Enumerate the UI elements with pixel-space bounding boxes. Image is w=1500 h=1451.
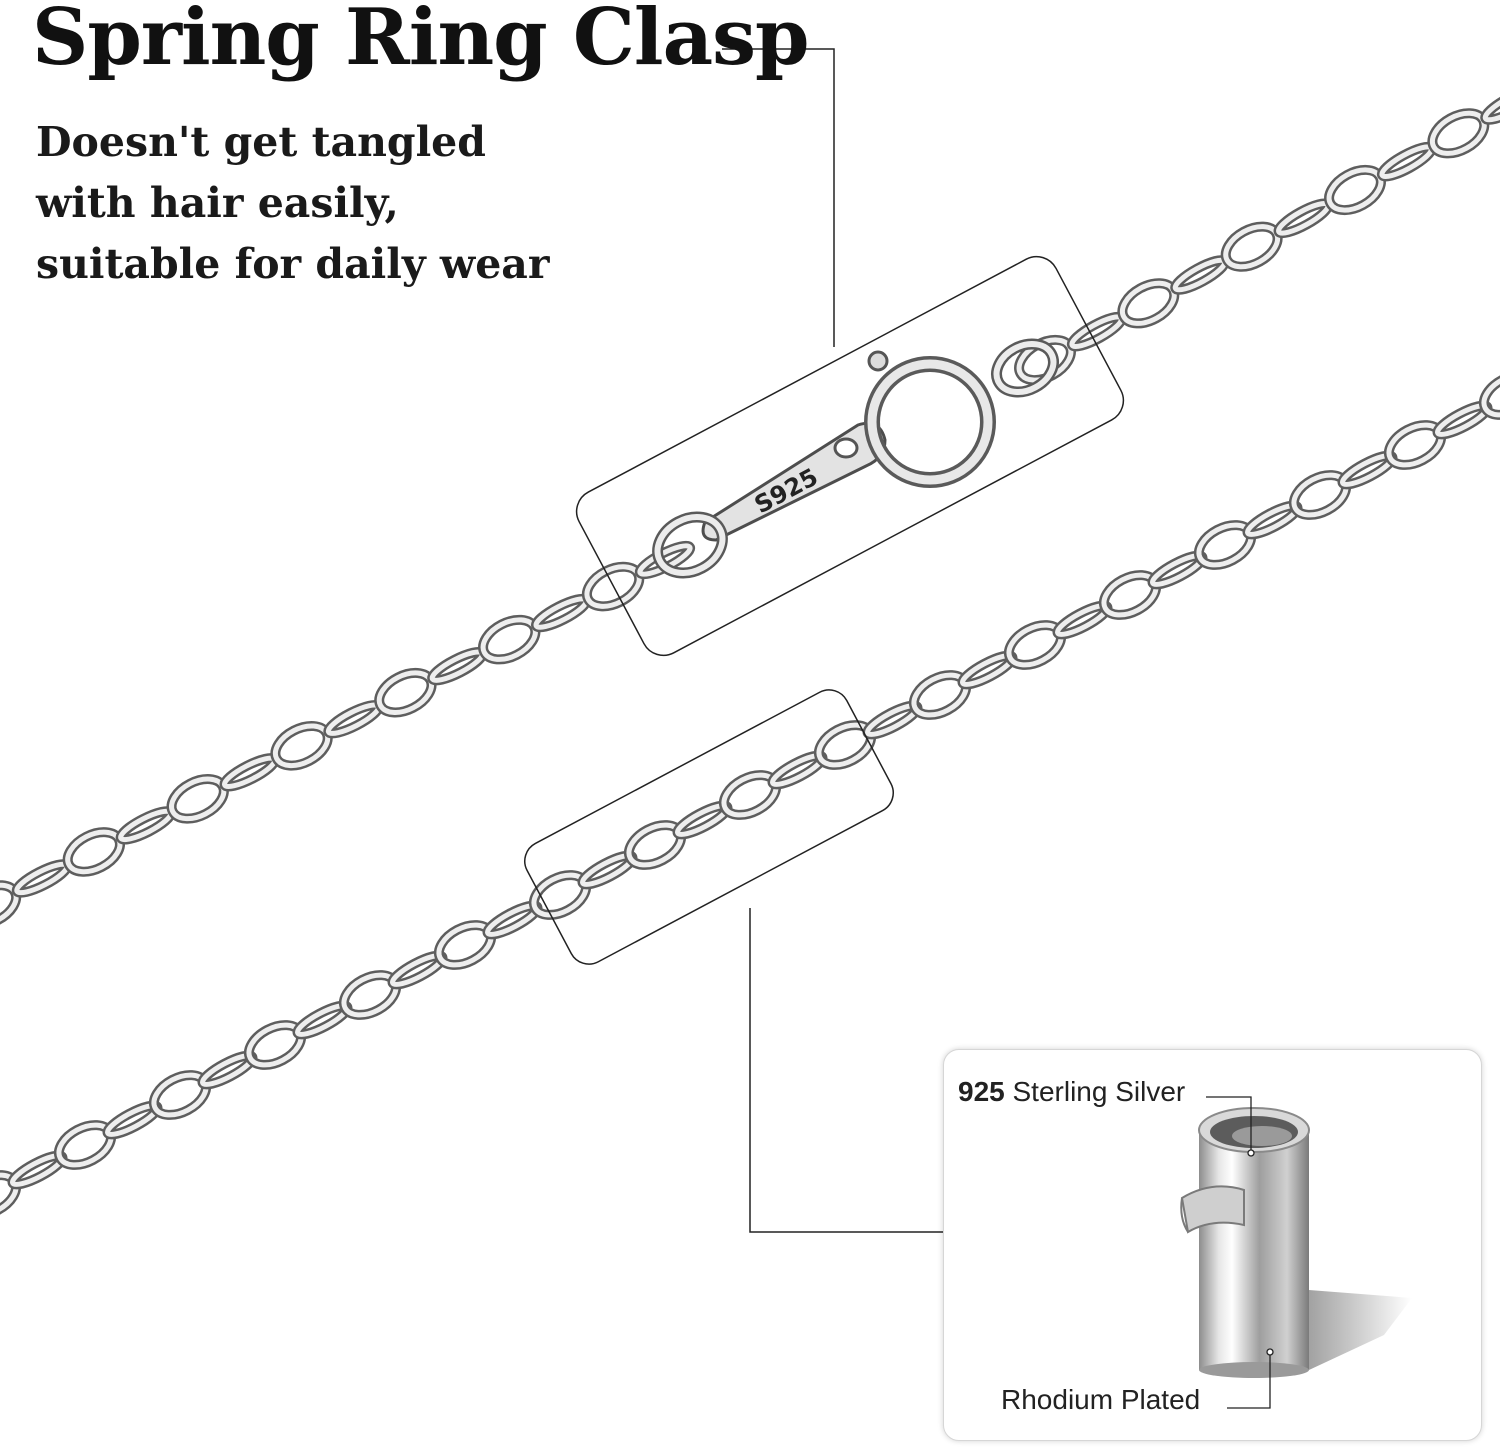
description-line: with hair easily, xyxy=(36,179,399,227)
description-line: Doesn't get tangled xyxy=(36,118,486,166)
material-layer-diagram xyxy=(1180,1096,1412,1409)
rhodium-plated-label: Rhodium Plated xyxy=(1001,1384,1201,1415)
description-line: suitable for daily wear xyxy=(36,240,550,288)
spring-ring-clasp: S925 xyxy=(652,338,1059,579)
chain-link xyxy=(1481,372,1500,418)
headline: Spring Ring Clasp xyxy=(32,0,810,83)
headline-leader-line xyxy=(722,48,835,347)
sterling-silver-label: 925 Sterling Silver xyxy=(958,1076,1186,1107)
chain-link xyxy=(1482,87,1500,123)
chain-callout-frame xyxy=(524,689,894,965)
description: Doesn't get tangled with hair easily, su… xyxy=(36,112,549,295)
chain-leader-line xyxy=(749,908,943,1233)
material-inset: 925 Sterling Silver Rhodium Plated xyxy=(943,1049,1482,1441)
lower-chain xyxy=(0,370,1500,1220)
clasp-callout-frame xyxy=(575,255,1125,657)
